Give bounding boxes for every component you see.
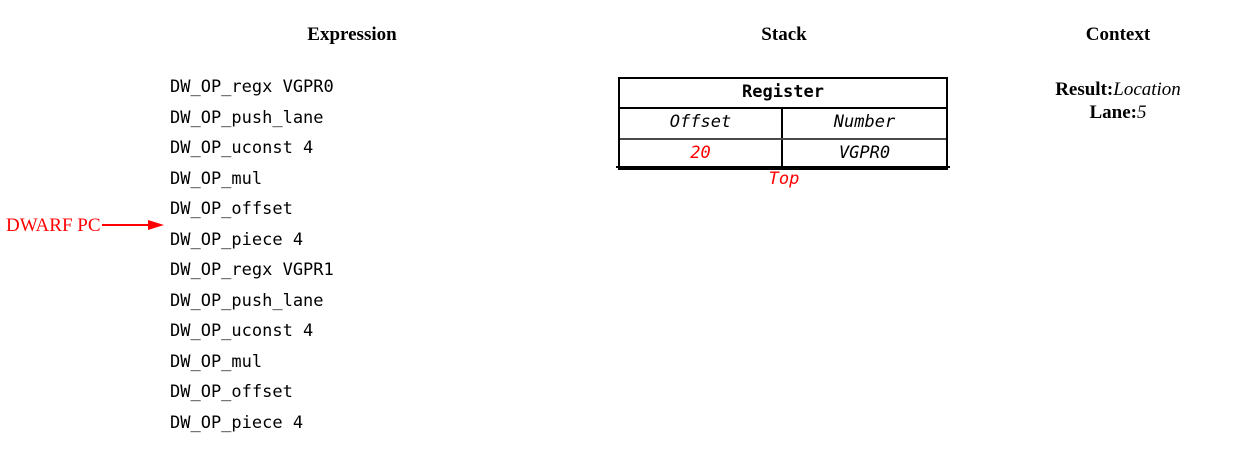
expression-op-list: DW_OP_regx VGPR0 DW_OP_push_lane DW_OP_u… [170,72,470,438]
dwarf-pc-marker: DWARF PC [6,212,166,238]
expression-op-line: DW_OP_push_lane [170,107,324,128]
context-value-lane: 5 [1137,102,1147,123]
expression-op-line: DW_OP_offset [170,199,293,219]
expression-op-line: DW_OP_offset [170,382,293,402]
context-key-result: Result: [1055,79,1114,100]
stack-group-header-cell: Register [620,79,946,110]
expression-op-line: DW_OP_push_lane [170,290,324,311]
page-title-context: Context [1085,24,1151,45]
stack-column-header-row: Offset Number [620,109,946,140]
arrow-right-icon [101,220,166,230]
context-entry-lane: Lane:5 [1018,101,1218,124]
context-block: Result:Location Lane:5 [1018,78,1218,124]
expression-op-line: DW_OP_uconst 4 [170,138,314,158]
stack-table: Register Offset Number 20 VGPR0 [618,77,948,170]
context-value-result: Location [1113,79,1181,100]
stack-top-rule [616,166,950,168]
stack-column-header-offset: Offset [620,109,783,138]
expression-op-line: DW_OP_mul [170,351,263,372]
page-title-stack: Stack [761,24,807,45]
stack-cell-number: VGPR0 [838,142,891,163]
dwarf-pc-label: DWARF PC [6,214,101,236]
stack-group-header-row: Register [620,79,946,110]
expression-op-line: DW_OP_regx VGPR0 [170,77,334,97]
expression-op-line: DW_OP_regx VGPR1 [170,260,334,280]
stack-column-header-number: Number [833,112,896,133]
context-entry-result: Result:Location [1018,78,1218,101]
page-title-expression: Expression [307,24,397,45]
expression-op-line: DW_OP_mul [170,168,263,189]
expression-op-line: DW_OP_uconst 4 [170,321,314,341]
table-row: 20 VGPR0 [620,139,946,168]
context-key-lane: Lane: [1089,102,1138,123]
expression-op-line: DW_OP_piece 4 [170,229,304,250]
stack-top-label: Top [768,169,800,189]
stack-cell-offset: 20 [620,139,783,168]
expression-op-line: DW_OP_piece 4 [170,412,304,433]
